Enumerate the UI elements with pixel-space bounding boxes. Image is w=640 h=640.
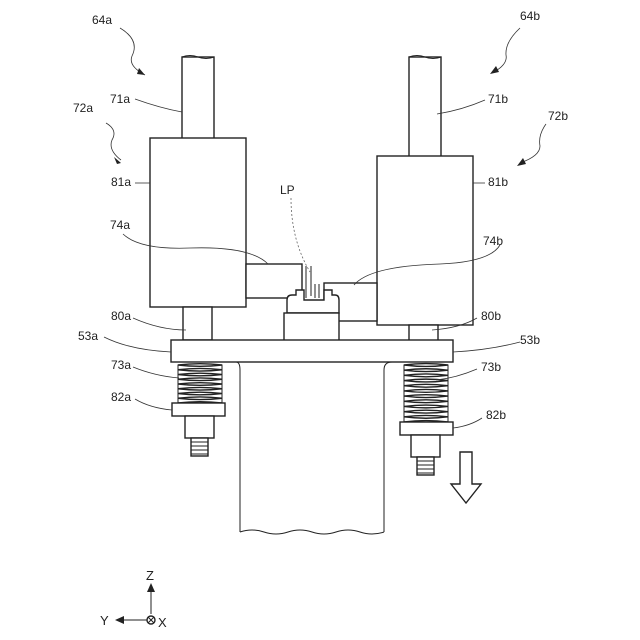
spring-73b [404,364,448,424]
label-80b: 80b [481,309,501,323]
label-82a: 82a [111,390,131,404]
frame [224,362,404,532]
label-72a: 72a [73,101,93,115]
label-74b: 74b [483,234,503,248]
rod-71a [182,56,214,140]
body-81a [150,138,246,307]
label-53a: 53a [78,329,98,343]
body-81b [377,156,473,325]
frame-bottom-break [240,530,384,534]
label-73a: 73a [111,358,131,372]
label-73b: 73b [481,360,501,374]
axis-z-label: Z [146,568,154,583]
label-64a: 64a [92,13,112,27]
label-64b: 64b [520,9,540,23]
label-72b: 72b [548,109,568,123]
label-53b: 53b [520,333,540,347]
base-plate-53 [171,340,453,362]
coordinate-axes: Z Y X [100,568,167,630]
label-LP: LP [280,183,295,197]
down-arrow [451,452,481,503]
label-82b: 82b [486,408,506,422]
rod-71b [409,56,441,158]
axis-x-label: X [158,615,167,630]
label-71a: 71a [110,92,130,106]
adjuster-82b [400,422,453,475]
label-71b: 71b [488,92,508,106]
label-74a: 74a [110,218,130,232]
adjuster-82a [172,403,225,456]
shaft-80a [183,307,212,340]
label-80a: 80a [111,309,131,323]
arm-74a [246,264,302,298]
spring-73a [178,364,222,405]
shaft-80b [409,325,438,341]
label-81b: 81b [488,175,508,189]
axis-y-label: Y [100,613,109,628]
label-81a: 81a [111,175,131,189]
